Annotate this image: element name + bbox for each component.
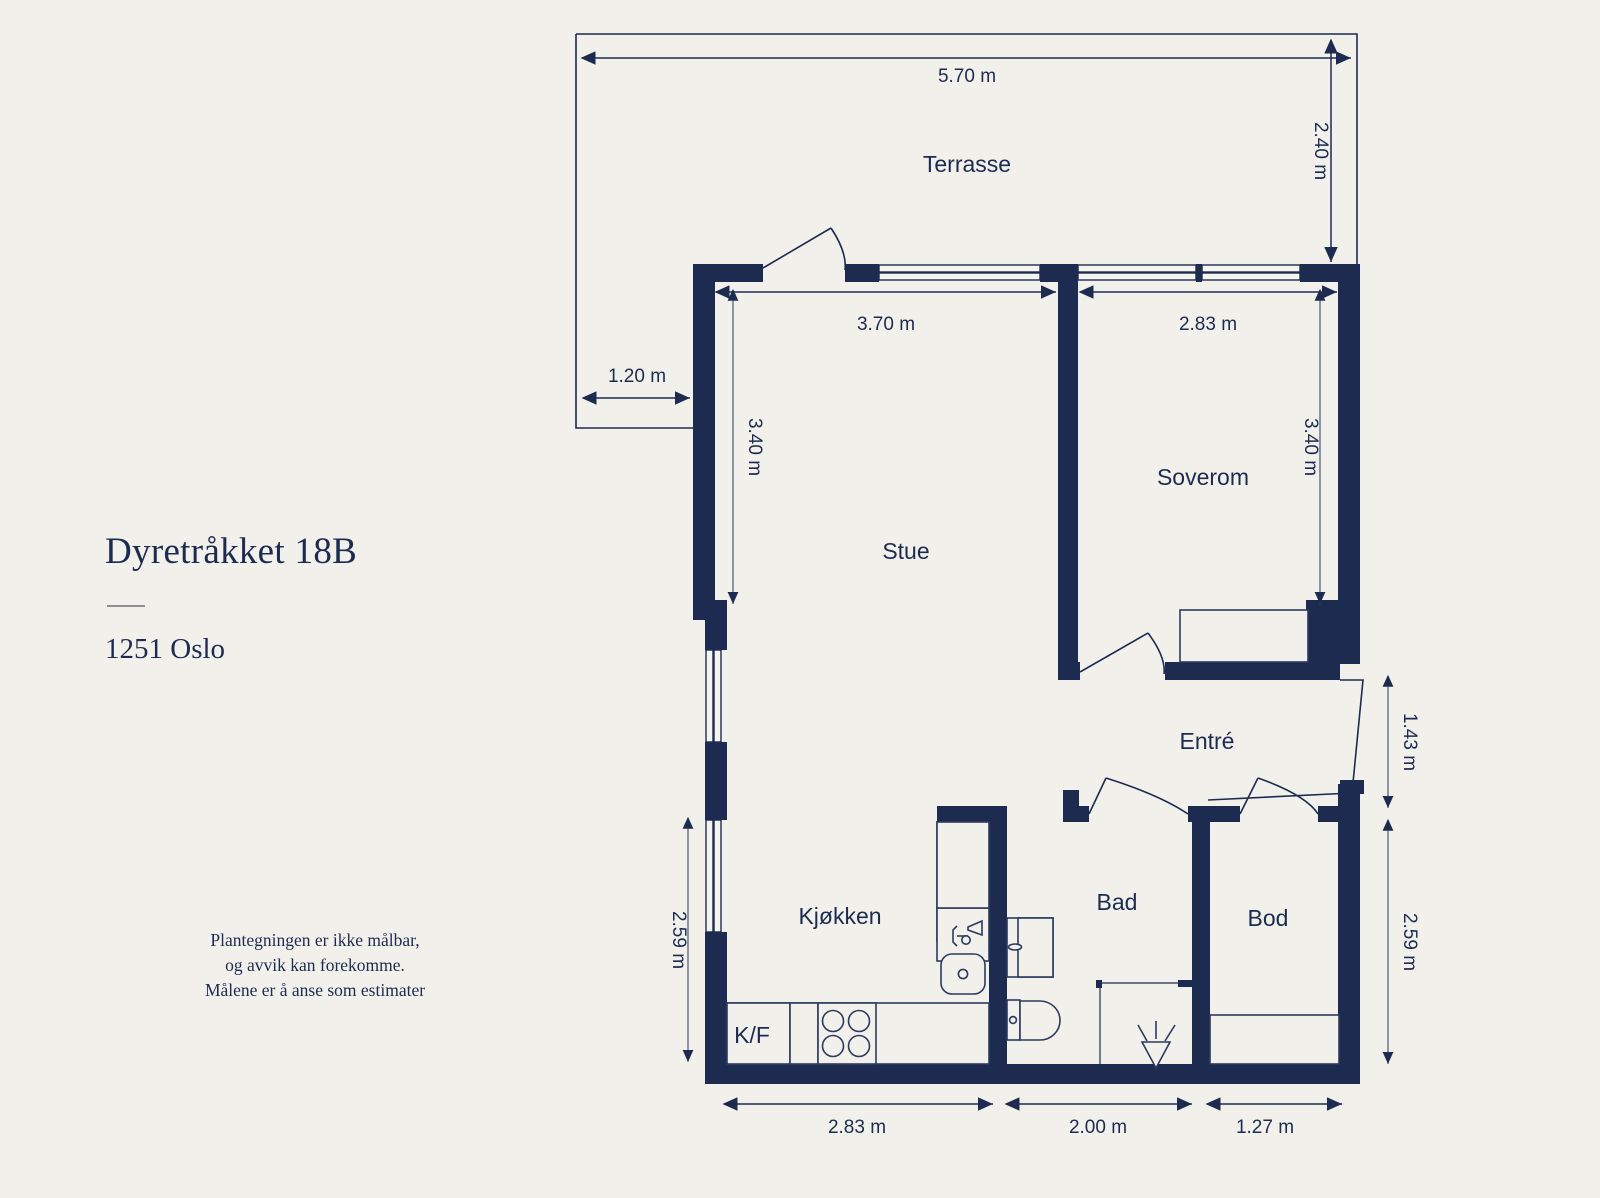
room-label-soverom: Soverom [1157,464,1249,490]
disclaimer-line-3: Målene er å anse som estimater [204,979,426,1000]
stove-icon [821,1009,871,1058]
dimension-label-terrace-width: 5.70 m [938,66,996,87]
title-block: Dyretråkket 18B 1251 Oslo [105,530,525,666]
page-subtitle: 1251 Oslo [105,633,226,665]
shower-icon [952,919,983,947]
terrace-outline [575,33,1358,429]
room-label-entre: Entré [1180,728,1235,754]
dimension-label-terrace-depth: 2.40 m [1310,122,1331,180]
dimension-label-stue-width: 3.70 m [857,314,915,335]
disclaimer-line-1: Plantegningen er ikke målbar, [210,930,420,950]
page-title: Dyretråkket 18B [105,531,358,572]
dimension-label-bottom-kitchen: 2.83 m [828,1117,886,1138]
bod-fixtures [1209,1014,1340,1065]
dimension-label-bottom-bad: 2.00 m [1069,1117,1127,1138]
entry-angled-wall [1340,679,1364,794]
wardrobe-icon [1179,609,1309,663]
appliance-label-fridge-freezer: K/F [734,1022,770,1048]
room-label-bad: Bad [1097,889,1138,915]
dimension-label-left-lower: 2.59 m [668,911,689,969]
disclaimer-line-2: og avvik kan forekomme. [225,954,405,975]
stue-wall-return [693,600,727,620]
dimension-label-bottom-bod: 1.27 m [1236,1117,1294,1138]
dimension-label-soverom-width: 2.83 m [1179,314,1237,335]
dimension-label-stue-depth: 3.40 m [744,418,765,476]
floor-drain-icon [1137,1021,1176,1070]
interior-walls [937,264,1360,1084]
dimension-label-terrace-offset: 1.20 m [608,366,666,387]
disclaimer-text: Plantegningen er ikke målbar, og avvik k… [150,928,480,1003]
room-label-terrasse: Terrasse [923,151,1011,177]
bathtub-icon [1006,917,1054,978]
windows [705,264,1301,933]
dimension-label-right-entry: 1.43 m [1399,713,1420,771]
room-label-kjokken: Kjøkken [798,903,881,929]
info-panel: Dyretråkket 18B 1251 Oslo Plantegningen … [0,0,560,1198]
room-label-stue: Stue [882,538,929,564]
kitchen-fixtures [726,821,990,1065]
title-divider [107,605,145,607]
dimension-label-soverom-depth: 3.40 m [1300,418,1321,476]
sink-icon [940,953,986,995]
door-arcs [762,227,1353,815]
dimension-label-right-lower: 2.59 m [1399,913,1420,971]
toilet-icon [1006,999,1061,1041]
room-label-bod: Bod [1248,905,1289,931]
